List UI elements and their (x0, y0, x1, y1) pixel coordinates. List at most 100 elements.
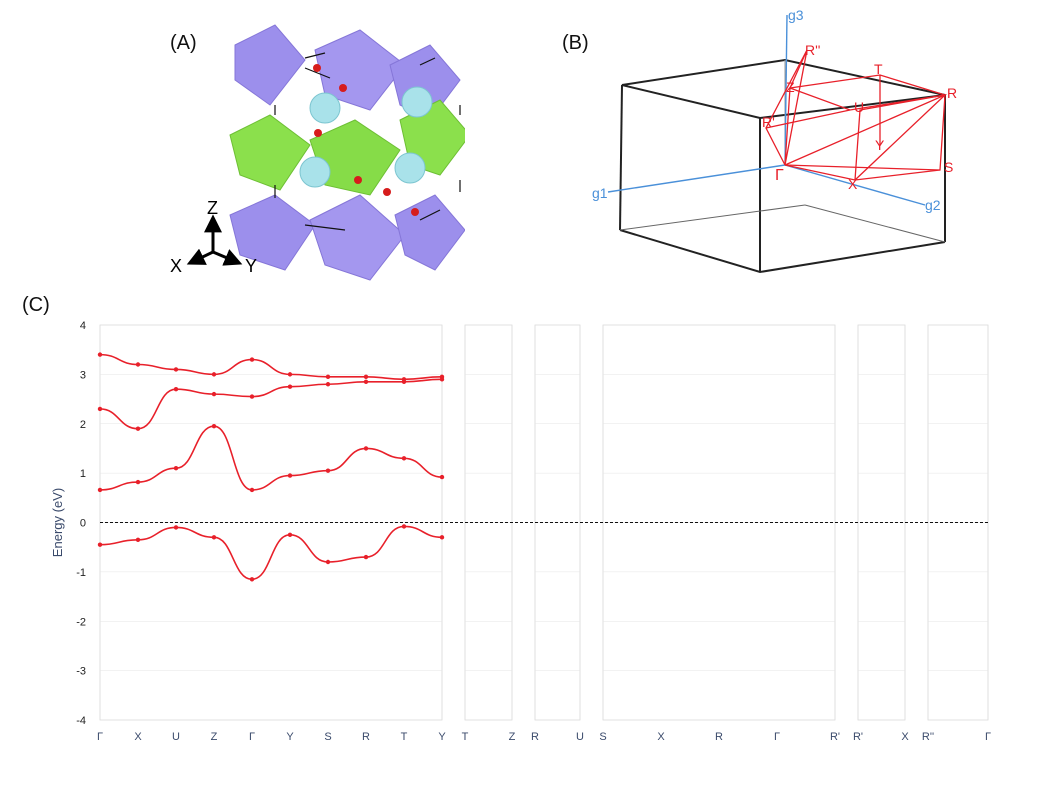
x-tick-label: Z (211, 731, 218, 743)
band-point (135, 479, 141, 485)
band-point (287, 384, 293, 389)
crystal-structure-figure: Z X Y (170, 24, 465, 281)
bond-lines (274, 52, 461, 231)
purple-octahedra-bottom (229, 194, 465, 281)
x-tick-label: X (901, 731, 909, 743)
band-point (363, 554, 369, 560)
band-series-2 (99, 378, 443, 430)
panel-label-c: (C) (22, 294, 50, 316)
band-point (439, 374, 445, 380)
band-point (135, 362, 141, 367)
band-point (173, 525, 179, 530)
y-tick-label: 4 (80, 320, 86, 332)
brillouin-zone-figure: g1 g2 g3 Γ R'' R' R Z T U Y S X (592, 7, 957, 274)
oxygen-atoms (313, 64, 419, 216)
k-path-lines (765, 49, 948, 181)
axis-label-g1: g1 (592, 185, 608, 201)
x-tick-label: R (715, 731, 723, 743)
band-point (211, 391, 217, 397)
kpoint-r-double-prime: R'' (805, 42, 820, 58)
band-point (249, 487, 255, 493)
band-series-0 (99, 425, 443, 491)
band-point (325, 559, 331, 565)
y-tick-label: -4 (76, 715, 86, 727)
kpoint-s: S (944, 159, 953, 175)
kpoint-y: Y (875, 137, 885, 153)
cation-atoms (299, 86, 433, 188)
x-tick-label: X (134, 731, 142, 743)
band-point (97, 542, 103, 547)
kpoint-r: R (947, 85, 957, 101)
x-tick-label: U (576, 731, 584, 743)
kpoint-x: X (848, 176, 858, 192)
x-tick-label: R' (830, 731, 840, 743)
band-point (287, 372, 293, 377)
axis-label-x: X (170, 256, 182, 276)
band-point (401, 377, 407, 382)
band-point (325, 374, 331, 380)
band-point (211, 535, 217, 540)
axis-triad: Z X Y (170, 198, 257, 276)
axis-label-g2: g2 (925, 197, 941, 213)
y-tick-label: -2 (76, 616, 86, 628)
band-point (211, 424, 217, 429)
band-point (401, 524, 407, 529)
band-point (97, 352, 103, 357)
purple-octahedra-top (234, 24, 461, 121)
x-tick-label: S (599, 731, 606, 743)
band-point (97, 406, 103, 412)
kpoint-t: T (874, 61, 883, 77)
band-point (363, 446, 369, 451)
kpoint-gamma: Γ (775, 167, 784, 184)
x-tick-label: Z (509, 731, 516, 743)
k-point-labels: Γ R'' R' R Z T U Y S X (762, 42, 957, 192)
panel-label-b: (B) (562, 32, 589, 54)
x-tick-label: Γ (774, 731, 780, 743)
band-point (173, 386, 179, 392)
x-tick-label: Γ (249, 731, 255, 743)
y-tick-label: 1 (80, 468, 86, 480)
band-point (211, 372, 217, 377)
x-tick-label: S (324, 731, 331, 743)
band-point (249, 357, 255, 362)
y-tick-label: -3 (76, 666, 86, 678)
axis-label-g3: g3 (788, 7, 804, 23)
x-tick-label: R (362, 731, 370, 743)
y-tick-label: 3 (80, 369, 86, 381)
axis-label-z: Z (207, 198, 218, 218)
green-octahedra-middle (229, 99, 465, 196)
band-point (97, 487, 103, 493)
band-point (249, 577, 255, 582)
band-point (287, 473, 293, 478)
x-tick-label: X (657, 731, 665, 743)
panel-label-a: (A) (170, 32, 197, 54)
x-tick-label: Y (286, 731, 294, 743)
band-point (287, 532, 293, 538)
x-tick-label: R'' (922, 731, 934, 743)
band-series-3 (99, 353, 443, 381)
y-tick-label: 2 (80, 419, 86, 431)
band-point (401, 456, 407, 461)
kpoint-r-prime: R' (762, 114, 775, 130)
y-tick-labels: -4 -3 -2 -1 0 1 2 3 4 (76, 320, 86, 727)
band-point (363, 374, 369, 380)
x-tick-label: Y (438, 731, 446, 743)
y-tick-label: 0 (80, 518, 86, 530)
kpoint-z: Z (786, 79, 795, 95)
band-lines (97, 352, 445, 582)
band-point (135, 537, 141, 542)
x-tick-label: Γ (97, 731, 103, 743)
x-tick-label: U (172, 731, 180, 743)
x-tick-label: T (462, 731, 469, 743)
y-axis-label: Energy (eV) (50, 488, 65, 557)
band-point (325, 468, 331, 473)
band-series-1 (99, 525, 443, 581)
y-tick-label: -1 (76, 567, 86, 579)
band-point (325, 382, 331, 387)
band-point (439, 535, 445, 540)
band-point (439, 474, 445, 480)
reciprocal-axes (607, 14, 926, 206)
band-point (135, 426, 141, 431)
